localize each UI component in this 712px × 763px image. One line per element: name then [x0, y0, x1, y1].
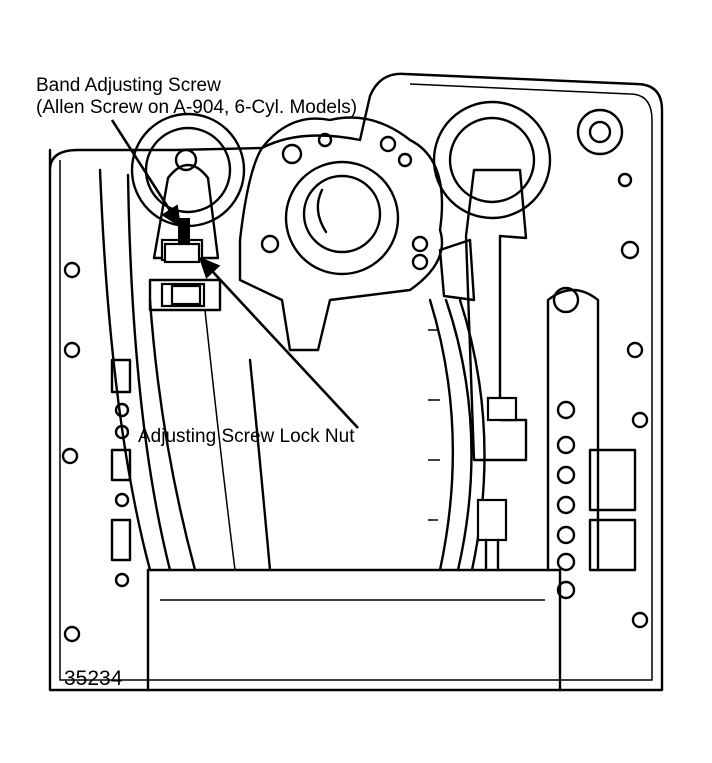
clutch-pack: [428, 298, 486, 572]
left-passages: [61, 261, 132, 643]
adjusting-screw-lock-nut: [163, 242, 202, 306]
wire-connector: [476, 498, 508, 572]
band-adjusting-screw: [178, 218, 190, 244]
band-drum: [98, 168, 272, 572]
valve-body-outline: [48, 72, 664, 692]
right-servo: [432, 100, 624, 462]
band-adjusting-screw-label: Band Adjusting Screw: [36, 75, 221, 96]
figure-number: 35234: [64, 667, 123, 690]
leader-band-screw: [110, 119, 182, 228]
leader-lock-nut: [198, 256, 359, 429]
apply-lever: [130, 112, 246, 312]
right-passages: [546, 172, 649, 629]
servo-housing: [238, 116, 444, 352]
lock-nut-label: Adjusting Screw Lock Nut: [138, 426, 355, 447]
allen-screw-note-label: (Allen Screw on A-904, 6-Cyl. Models): [36, 97, 358, 118]
